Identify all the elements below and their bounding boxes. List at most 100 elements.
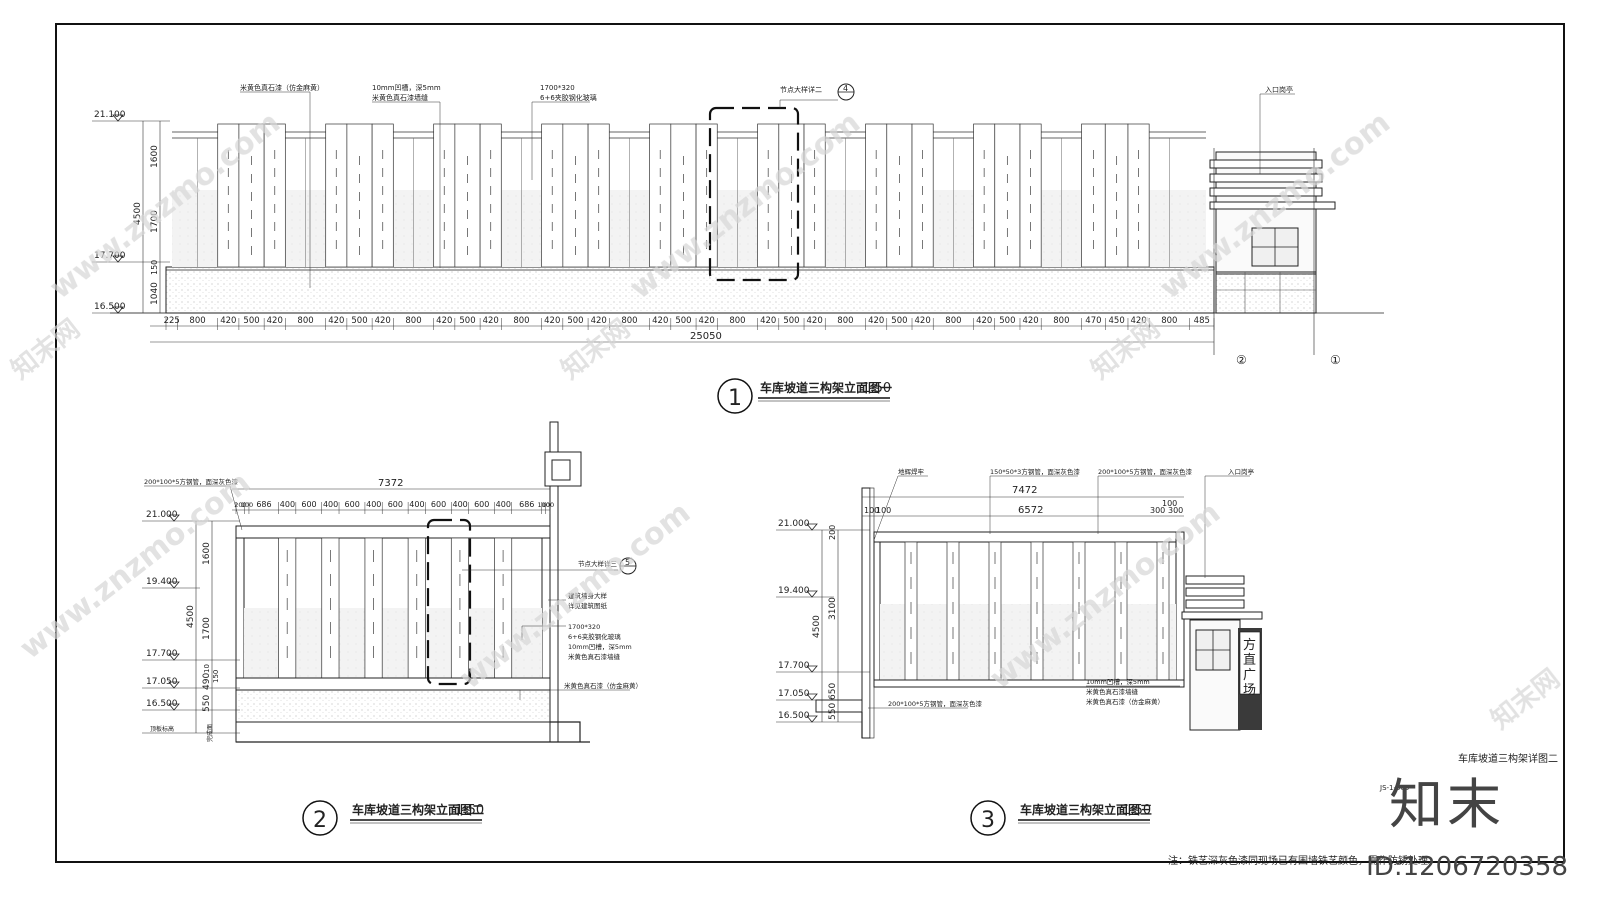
elev1-title-number: 1 — [728, 386, 742, 411]
elev1-vdim-4500: 4500 — [133, 202, 143, 225]
elev1-hdim-24: 420 — [807, 316, 823, 326]
elev1-detail-ref: 4 — [843, 84, 848, 93]
elev1-hdim-6: 420 — [328, 316, 344, 326]
elev1-post — [263, 123, 286, 268]
elev2-hdim-2: 686 — [256, 500, 271, 509]
elev1-vertical-dims: 1600 1700 4500 150 1040 — [133, 121, 161, 313]
elev3-posts — [904, 541, 1170, 681]
elev1-vdim-1600: 1600 — [150, 145, 160, 168]
elev2-scale: 1:50 — [455, 803, 484, 818]
elev2-vdim-3: 4500 — [186, 605, 196, 628]
elev3-title-number: 3 — [981, 808, 995, 833]
elev1-post — [695, 123, 718, 268]
elev1-post — [803, 123, 826, 268]
elev3-note-5: 10mm凹槽，深5mm — [1086, 677, 1150, 686]
elev1-hdim-32: 420 — [1022, 316, 1038, 326]
elev2-vdim-2: 1700 — [202, 617, 212, 640]
elev3-hdim-5: 300 — [1168, 506, 1183, 515]
elev2-hdim-13: 400 — [496, 500, 511, 509]
elev1-axis-1: ① — [1330, 353, 1341, 367]
elev1-notes: 米黄色真石漆（仿金麻黄） 10mm凹槽，深5mm 米黄色真石漆墙缝 1700*3… — [240, 83, 1295, 288]
elev1-hdim-11: 500 — [459, 316, 475, 326]
elev1-hdim-35: 450 — [1109, 316, 1125, 326]
elev1-hdim-34: 470 — [1085, 316, 1101, 326]
elev3-note-3: 200*100*5方钢管，面深灰色漆 — [1098, 467, 1192, 476]
elev3-level-1: 21.000 — [778, 519, 810, 529]
elevation-three: 方 直 广 场 21.000 19.400 17.700 17.050 16.5… — [776, 467, 1263, 836]
elev1-hdim-18: 420 — [652, 316, 668, 326]
elev3-note-7: 米黄色真石漆（仿金麻黄） — [1086, 697, 1164, 706]
elev1-post — [371, 123, 394, 268]
elev2-hdim-16: 100 — [542, 501, 554, 509]
elev1-hdim-15: 500 — [567, 316, 583, 326]
elev1-hdim-28: 420 — [915, 316, 931, 326]
elev1-vdim-150: 150 — [150, 260, 159, 275]
elev1-hdim-29: 800 — [945, 316, 961, 326]
elev1-guard-booth — [1209, 151, 1336, 314]
elev1-hdim-36: 420 — [1130, 316, 1146, 326]
elev3-vertical-dims: 200 3100 4500 650 550 — [812, 525, 839, 722]
elev1-note-detail: 节点大样详二 — [780, 85, 822, 94]
elev2-detail-box — [426, 518, 472, 686]
elev3-vdim-4: 650 — [828, 683, 838, 700]
elev1-hdim-33: 800 — [1053, 316, 1069, 326]
elev3-note-8: 200*100*5方钢管，面深灰色漆 — [888, 699, 982, 708]
elev1-level-bottom: 16.500 — [94, 302, 126, 312]
elev3-sign-char-3: 广 — [1243, 668, 1256, 683]
elev3-horizontal-dims: 7472 100 100 6572 300 300 100 — [862, 485, 1184, 517]
elev1-level-marks: 21.100 17.700 16.500 — [92, 110, 170, 314]
elev2-hdim-11: 400 — [452, 500, 467, 509]
watermark-brand-1: 知末网 — [6, 314, 86, 386]
watermark-4: www.znzmo.com — [13, 465, 257, 666]
elev3-notes: 地辉焊牢 150*50*3方钢管，面深灰色漆 200*100*5方钢管，面深灰色… — [868, 467, 1255, 709]
elev1-hdim-21: 800 — [729, 316, 745, 326]
elev2-note-7: 10mm凹槽，深5mm — [568, 642, 632, 651]
elev2-hdim-4: 600 — [301, 500, 316, 509]
elev2-level-5: 16.500 — [146, 699, 178, 709]
elevation-two: 21.000 19.400 17.700 17.050 16.500 顶板标高 … — [142, 421, 642, 836]
elev1-hdim-31: 500 — [999, 316, 1015, 326]
elev1-hdim-14: 420 — [544, 316, 560, 326]
elev1-vdim-1700: 1700 — [150, 210, 160, 233]
elev3-total-dim: 7472 — [1012, 485, 1037, 496]
elev2-hdim-5: 400 — [323, 500, 338, 509]
elev3-note-2: 150*50*3方钢管，面深灰色漆 — [990, 467, 1080, 476]
elev2-title: 车库坡道三构架立面图二 — [352, 802, 484, 817]
sheet-code: JS-1-505 — [1379, 784, 1409, 792]
elev3-hdim-6: 100 — [1162, 499, 1177, 508]
sheet-title: 车库坡道三构架详图二 — [1458, 752, 1558, 765]
elev1-post — [479, 123, 502, 268]
elev1-hdim-8: 420 — [375, 316, 391, 326]
elev1-hdim-4: 420 — [267, 316, 283, 326]
elev1-hdim-38: 485 — [1194, 316, 1210, 326]
elev1-hdim-37: 800 — [1161, 316, 1177, 326]
elev3-title-block: 3 车库坡道三构架立面图三 1:50 — [970, 800, 1152, 836]
elev1-note-size: 1700*320 — [540, 84, 575, 92]
elev1-total-dim: 25050 — [690, 331, 722, 342]
elev1-vdim-1040: 1040 — [150, 282, 160, 305]
elevation-one: 21.100 17.700 16.500 1600 1700 4500 150 … — [92, 83, 1384, 414]
elev2-level-3: 17.700 — [146, 649, 178, 659]
elev2-title-block: 2 车库坡道三构架立面图二 1:50 — [302, 800, 484, 836]
elev3-hdim-2: 100 — [876, 506, 891, 515]
elev1-base-wall — [165, 266, 1215, 314]
elev3-note-1: 地辉焊牢 — [898, 467, 925, 476]
elev2-level-2: 19.400 — [146, 577, 178, 587]
elev1-hdim-26: 420 — [868, 316, 884, 326]
elev1-hdim-22: 420 — [760, 316, 776, 326]
elev2-note-6: 6+6夹胶钢化玻璃 — [568, 632, 621, 641]
elev1-hdim-0: 225 — [164, 316, 180, 326]
elev2-side-label-2: 完成面 — [206, 724, 214, 742]
elev2-hdim-3: 400 — [280, 500, 295, 509]
elev2-note-2: 节点大样详三 — [578, 559, 618, 568]
elev2-vertical-dims: 1600 1700 4500 10 150 490 550 — [186, 521, 220, 733]
elev3-title: 车库坡道三构架立面图三 — [1020, 802, 1152, 817]
elev1-axis-2: ② — [1236, 353, 1247, 367]
elev3-level-2: 19.400 — [778, 586, 810, 596]
elev2-note-3: 建筑墙身大样 — [568, 591, 608, 600]
elev1-horizontal-dims: 25050 225 800 420 500 420 800 420 500 420 800 420 5… — [150, 316, 1215, 343]
elev2-hdim-9: 400 — [409, 500, 424, 509]
elev3-guard-booth: 方 直 广 场 — [1181, 575, 1263, 731]
